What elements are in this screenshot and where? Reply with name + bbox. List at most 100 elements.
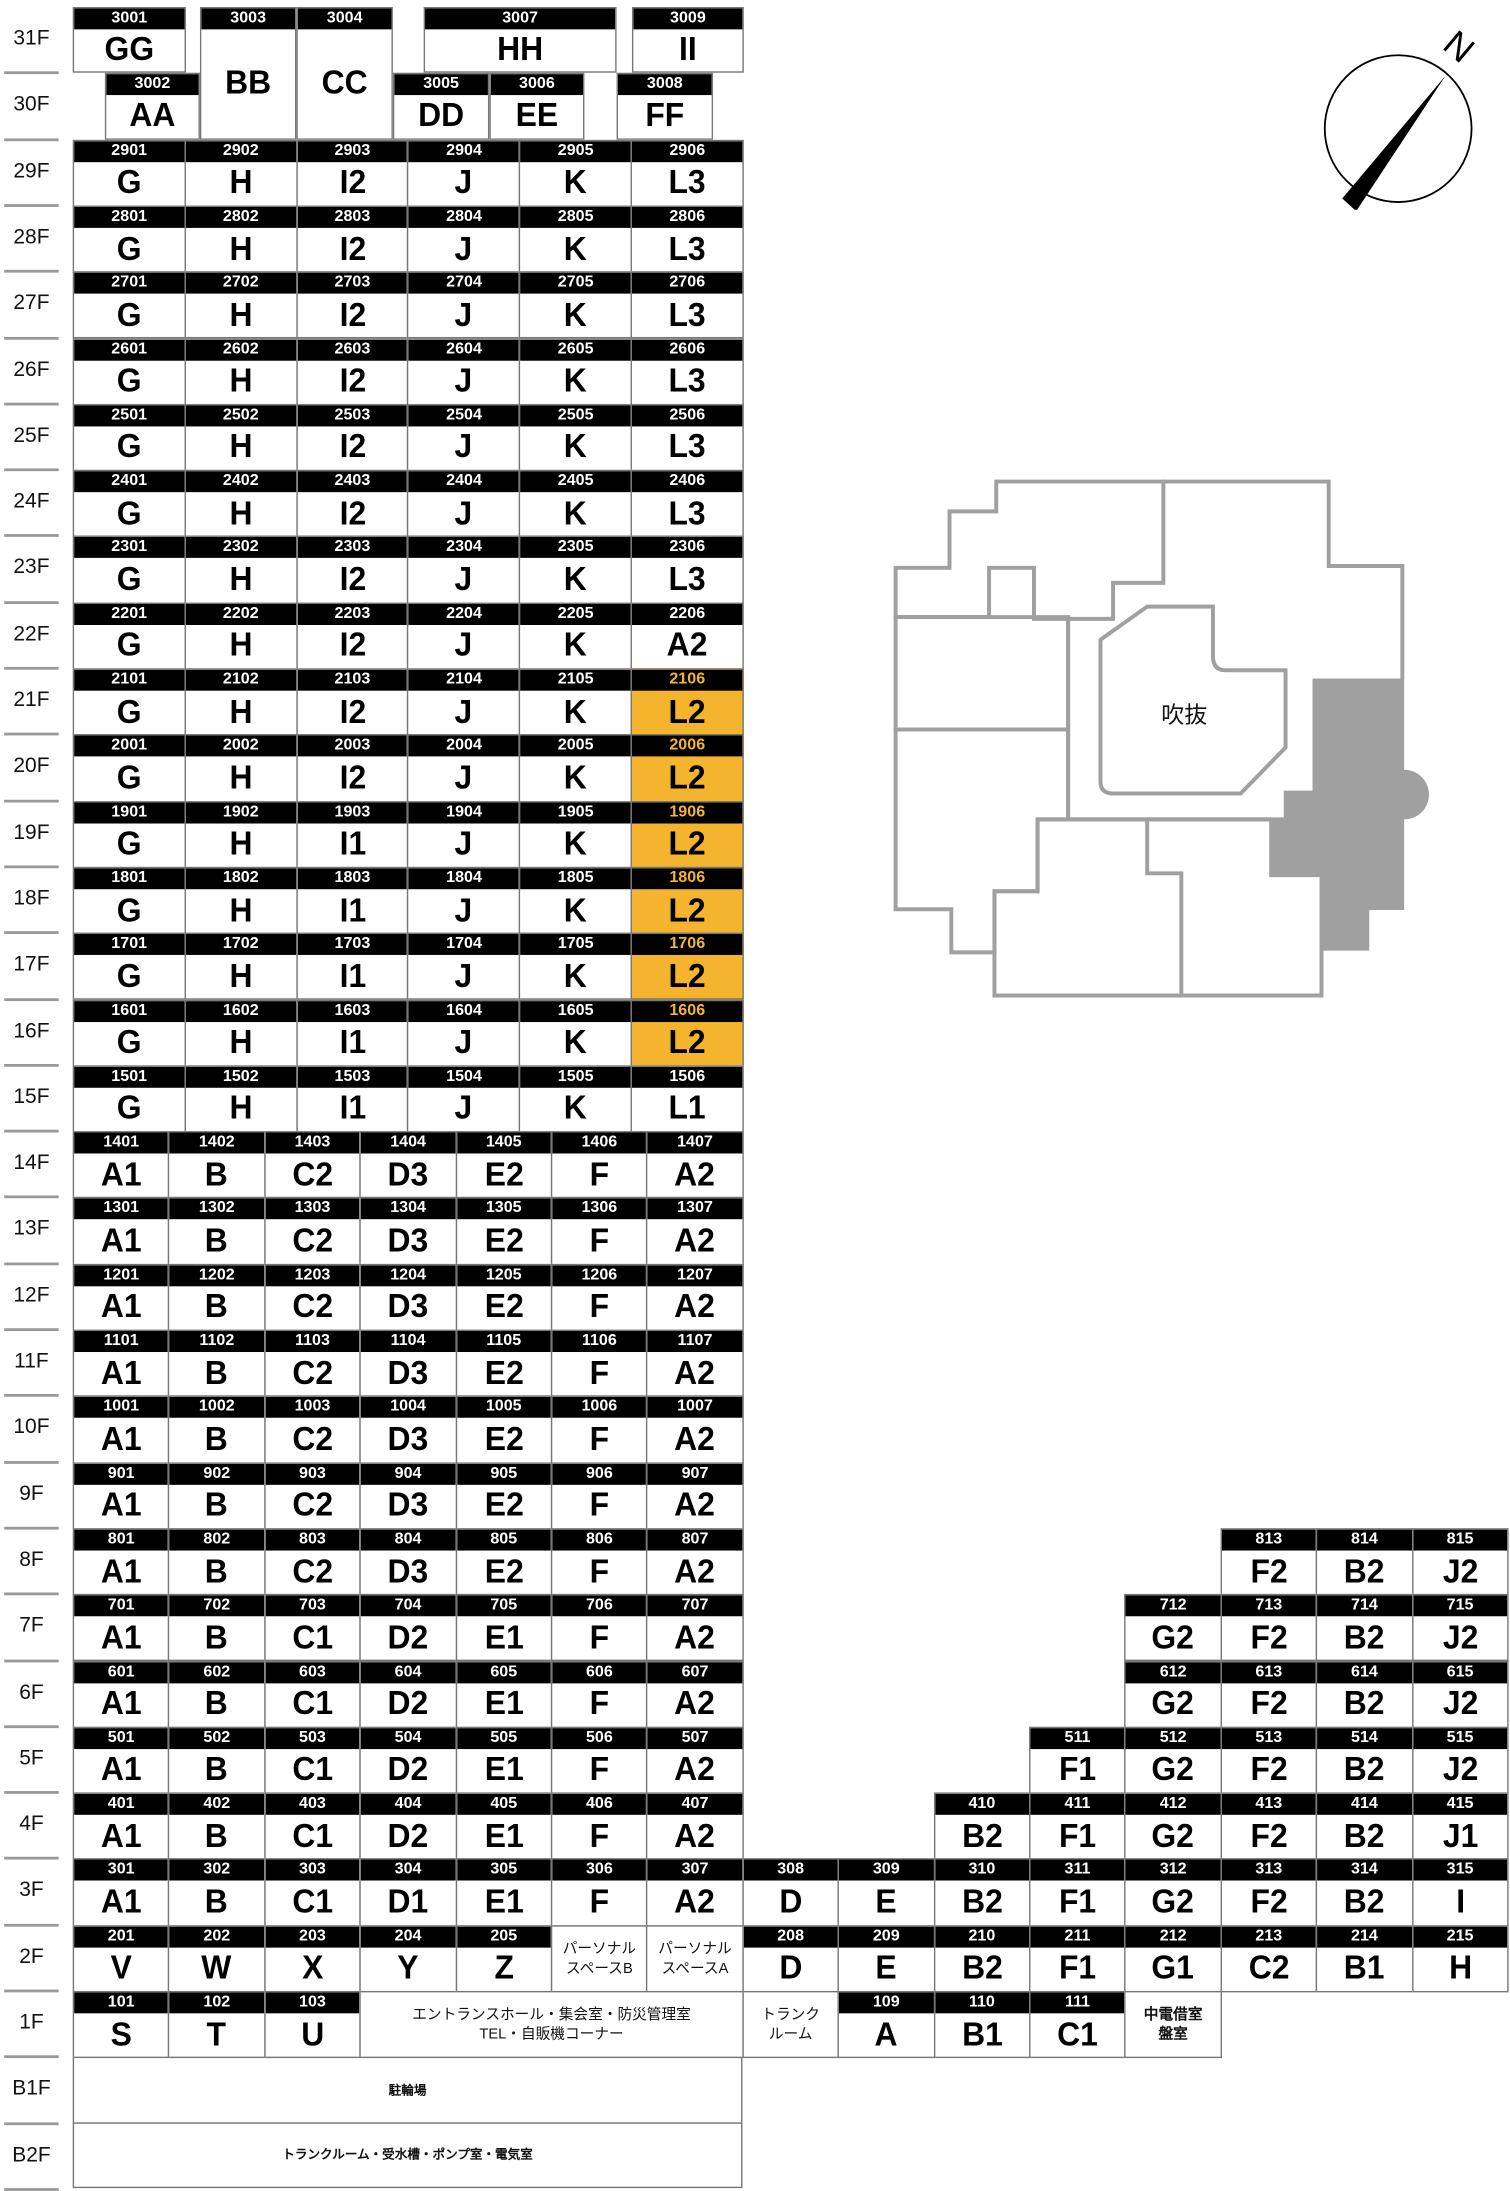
- unit-cell[interactable]: 2102H: [184, 668, 298, 736]
- unit-cell[interactable]: 901A1: [72, 1461, 170, 1530]
- unit-cell[interactable]: 214B1: [1315, 1924, 1413, 1993]
- unit-cell[interactable]: 1401A1: [72, 1131, 170, 1199]
- unit-cell[interactable]: 306F: [550, 1858, 648, 1927]
- unit-cell[interactable]: 208D: [742, 1924, 840, 1993]
- unit-cell[interactable]: 3001GG: [72, 6, 186, 74]
- unit-cell[interactable]: 1101A1: [72, 1329, 170, 1398]
- unit-cell[interactable]: 507A2: [646, 1726, 744, 1794]
- unit-cell[interactable]: 513F2: [1220, 1726, 1318, 1794]
- unit-cell[interactable]: 614B2: [1315, 1660, 1413, 1728]
- unit-cell[interactable]: 2703I2: [295, 271, 409, 340]
- unit-cell[interactable]: 502B: [168, 1726, 266, 1794]
- unit-cell[interactable]: 1702H: [184, 932, 298, 1001]
- unit-cell[interactable]: 2804J: [407, 205, 521, 273]
- unit-cell[interactable]: 1104D3: [359, 1329, 457, 1398]
- unit-cell[interactable]: 2103I2: [295, 668, 409, 736]
- unit-cell[interactable]: 3008FF: [616, 73, 714, 140]
- unit-cell[interactable]: 310B2: [933, 1858, 1031, 1927]
- unit-cell[interactable]: 210B2: [933, 1924, 1031, 1993]
- unit-cell[interactable]: 803C2: [263, 1528, 361, 1596]
- unit-cell[interactable]: 308D: [742, 1858, 840, 1927]
- unit-cell[interactable]: 103U: [263, 1990, 361, 2059]
- unit-cell[interactable]: 2305K: [519, 536, 633, 604]
- unit-cell[interactable]: 2706L3: [630, 271, 744, 340]
- unit-cell[interactable]: 301A1: [72, 1858, 170, 1927]
- unit-cell[interactable]: 302B: [168, 1858, 266, 1927]
- unit-cell[interactable]: 805E2: [455, 1528, 553, 1596]
- unit-cell[interactable]: 906F: [550, 1461, 648, 1530]
- unit-cell[interactable]: 2005K: [519, 734, 633, 802]
- unit-cell[interactable]: 511F1: [1029, 1726, 1127, 1794]
- unit-cell[interactable]: 209E: [837, 1924, 935, 1993]
- unit-cell[interactable]: 1606L2: [630, 998, 744, 1067]
- unit-cell[interactable]: 1404D3: [359, 1131, 457, 1199]
- unit-cell[interactable]: 2304J: [407, 536, 521, 604]
- unit-cell[interactable]: 2201G: [72, 602, 186, 670]
- unit-cell[interactable]: 1307A2: [646, 1197, 744, 1265]
- unit-cell[interactable]: 605E1: [455, 1660, 553, 1728]
- unit-cell[interactable]: 309E: [837, 1858, 935, 1927]
- unit-cell[interactable]: 903C2: [263, 1461, 361, 1530]
- unit-cell[interactable]: 2605K: [519, 337, 633, 406]
- unit-cell[interactable]: 314B2: [1315, 1858, 1413, 1927]
- unit-cell[interactable]: 2601G: [72, 337, 186, 406]
- unit-cell[interactable]: 2801G: [72, 205, 186, 273]
- unit-cell[interactable]: 815J2: [1411, 1528, 1509, 1596]
- unit-cell[interactable]: 1105E2: [455, 1329, 553, 1398]
- unit-cell[interactable]: 2501G: [72, 403, 186, 472]
- unit-cell[interactable]: 504D2: [359, 1726, 457, 1794]
- unit-cell[interactable]: 1006F: [550, 1395, 648, 1464]
- unit-cell[interactable]: 701A1: [72, 1594, 170, 1662]
- unit-cell[interactable]: 1004D3: [359, 1395, 457, 1464]
- unit-cell[interactable]: 1706L2: [630, 932, 744, 1001]
- unit-cell[interactable]: 2603I2: [295, 337, 409, 406]
- unit-cell[interactable]: 2806L3: [630, 205, 744, 273]
- unit-cell[interactable]: 503C1: [263, 1726, 361, 1794]
- unit-cell[interactable]: 2702H: [184, 271, 298, 340]
- unit-cell[interactable]: 505E1: [455, 1726, 553, 1794]
- unit-cell[interactable]: 905E2: [455, 1461, 553, 1530]
- unit-cell[interactable]: 1204D3: [359, 1263, 457, 1332]
- unit-cell[interactable]: 515J2: [1411, 1726, 1509, 1794]
- unit-cell[interactable]: 411F1: [1029, 1792, 1127, 1861]
- unit-cell[interactable]: 1305E2: [455, 1197, 553, 1265]
- unit-cell[interactable]: 613F2: [1220, 1660, 1318, 1728]
- unit-cell[interactable]: 2202H: [184, 602, 298, 670]
- unit-cell[interactable]: 1904J: [407, 800, 521, 869]
- unit-cell[interactable]: 1107A2: [646, 1329, 744, 1398]
- unit-cell[interactable]: 1905K: [519, 800, 633, 869]
- unit-cell[interactable]: 203X: [263, 1924, 361, 1993]
- unit-cell[interactable]: 2001G: [72, 734, 186, 802]
- unit-cell[interactable]: 2903I2: [295, 139, 409, 207]
- unit-cell[interactable]: 215H: [1411, 1924, 1509, 1993]
- unit-cell[interactable]: 3006EE: [489, 73, 585, 140]
- unit-cell[interactable]: 111C1: [1029, 1990, 1127, 2059]
- unit-cell[interactable]: 603C1: [263, 1660, 361, 1728]
- unit-cell[interactable]: 1506L1: [630, 1065, 744, 1133]
- unit-cell[interactable]: 1903I1: [295, 800, 409, 869]
- unit-cell[interactable]: 2306L3: [630, 536, 744, 604]
- unit-cell[interactable]: 1304D3: [359, 1197, 457, 1265]
- unit-cell[interactable]: 806F: [550, 1528, 648, 1596]
- unit-cell[interactable]: 2404J: [407, 469, 521, 538]
- unit-cell[interactable]: 2004J: [407, 734, 521, 802]
- unit-cell[interactable]: 1601G: [72, 998, 186, 1067]
- unit-cell[interactable]: 2405K: [519, 469, 633, 538]
- unit-cell[interactable]: 1803I1: [295, 866, 409, 935]
- unit-cell[interactable]: 1403C2: [263, 1131, 361, 1199]
- unit-cell[interactable]: 1003C2: [263, 1395, 361, 1464]
- unit-cell[interactable]: 714B2: [1315, 1594, 1413, 1662]
- unit-cell[interactable]: 415J1: [1411, 1792, 1509, 1861]
- unit-cell[interactable]: 3009II: [631, 6, 744, 74]
- unit-cell[interactable]: 1505K: [519, 1065, 633, 1133]
- unit-cell[interactable]: 303C1: [263, 1858, 361, 1927]
- unit-cell[interactable]: 2805K: [519, 205, 633, 273]
- unit-cell[interactable]: 2303I2: [295, 536, 409, 604]
- unit-cell[interactable]: 2604J: [407, 337, 521, 406]
- unit-cell[interactable]: 201V: [72, 1924, 170, 1993]
- unit-cell[interactable]: 602B: [168, 1660, 266, 1728]
- unit-cell[interactable]: 514B2: [1315, 1726, 1413, 1794]
- unit-cell[interactable]: 501A1: [72, 1726, 170, 1794]
- unit-cell[interactable]: 1502H: [184, 1065, 298, 1133]
- unit-cell[interactable]: 2401G: [72, 469, 186, 538]
